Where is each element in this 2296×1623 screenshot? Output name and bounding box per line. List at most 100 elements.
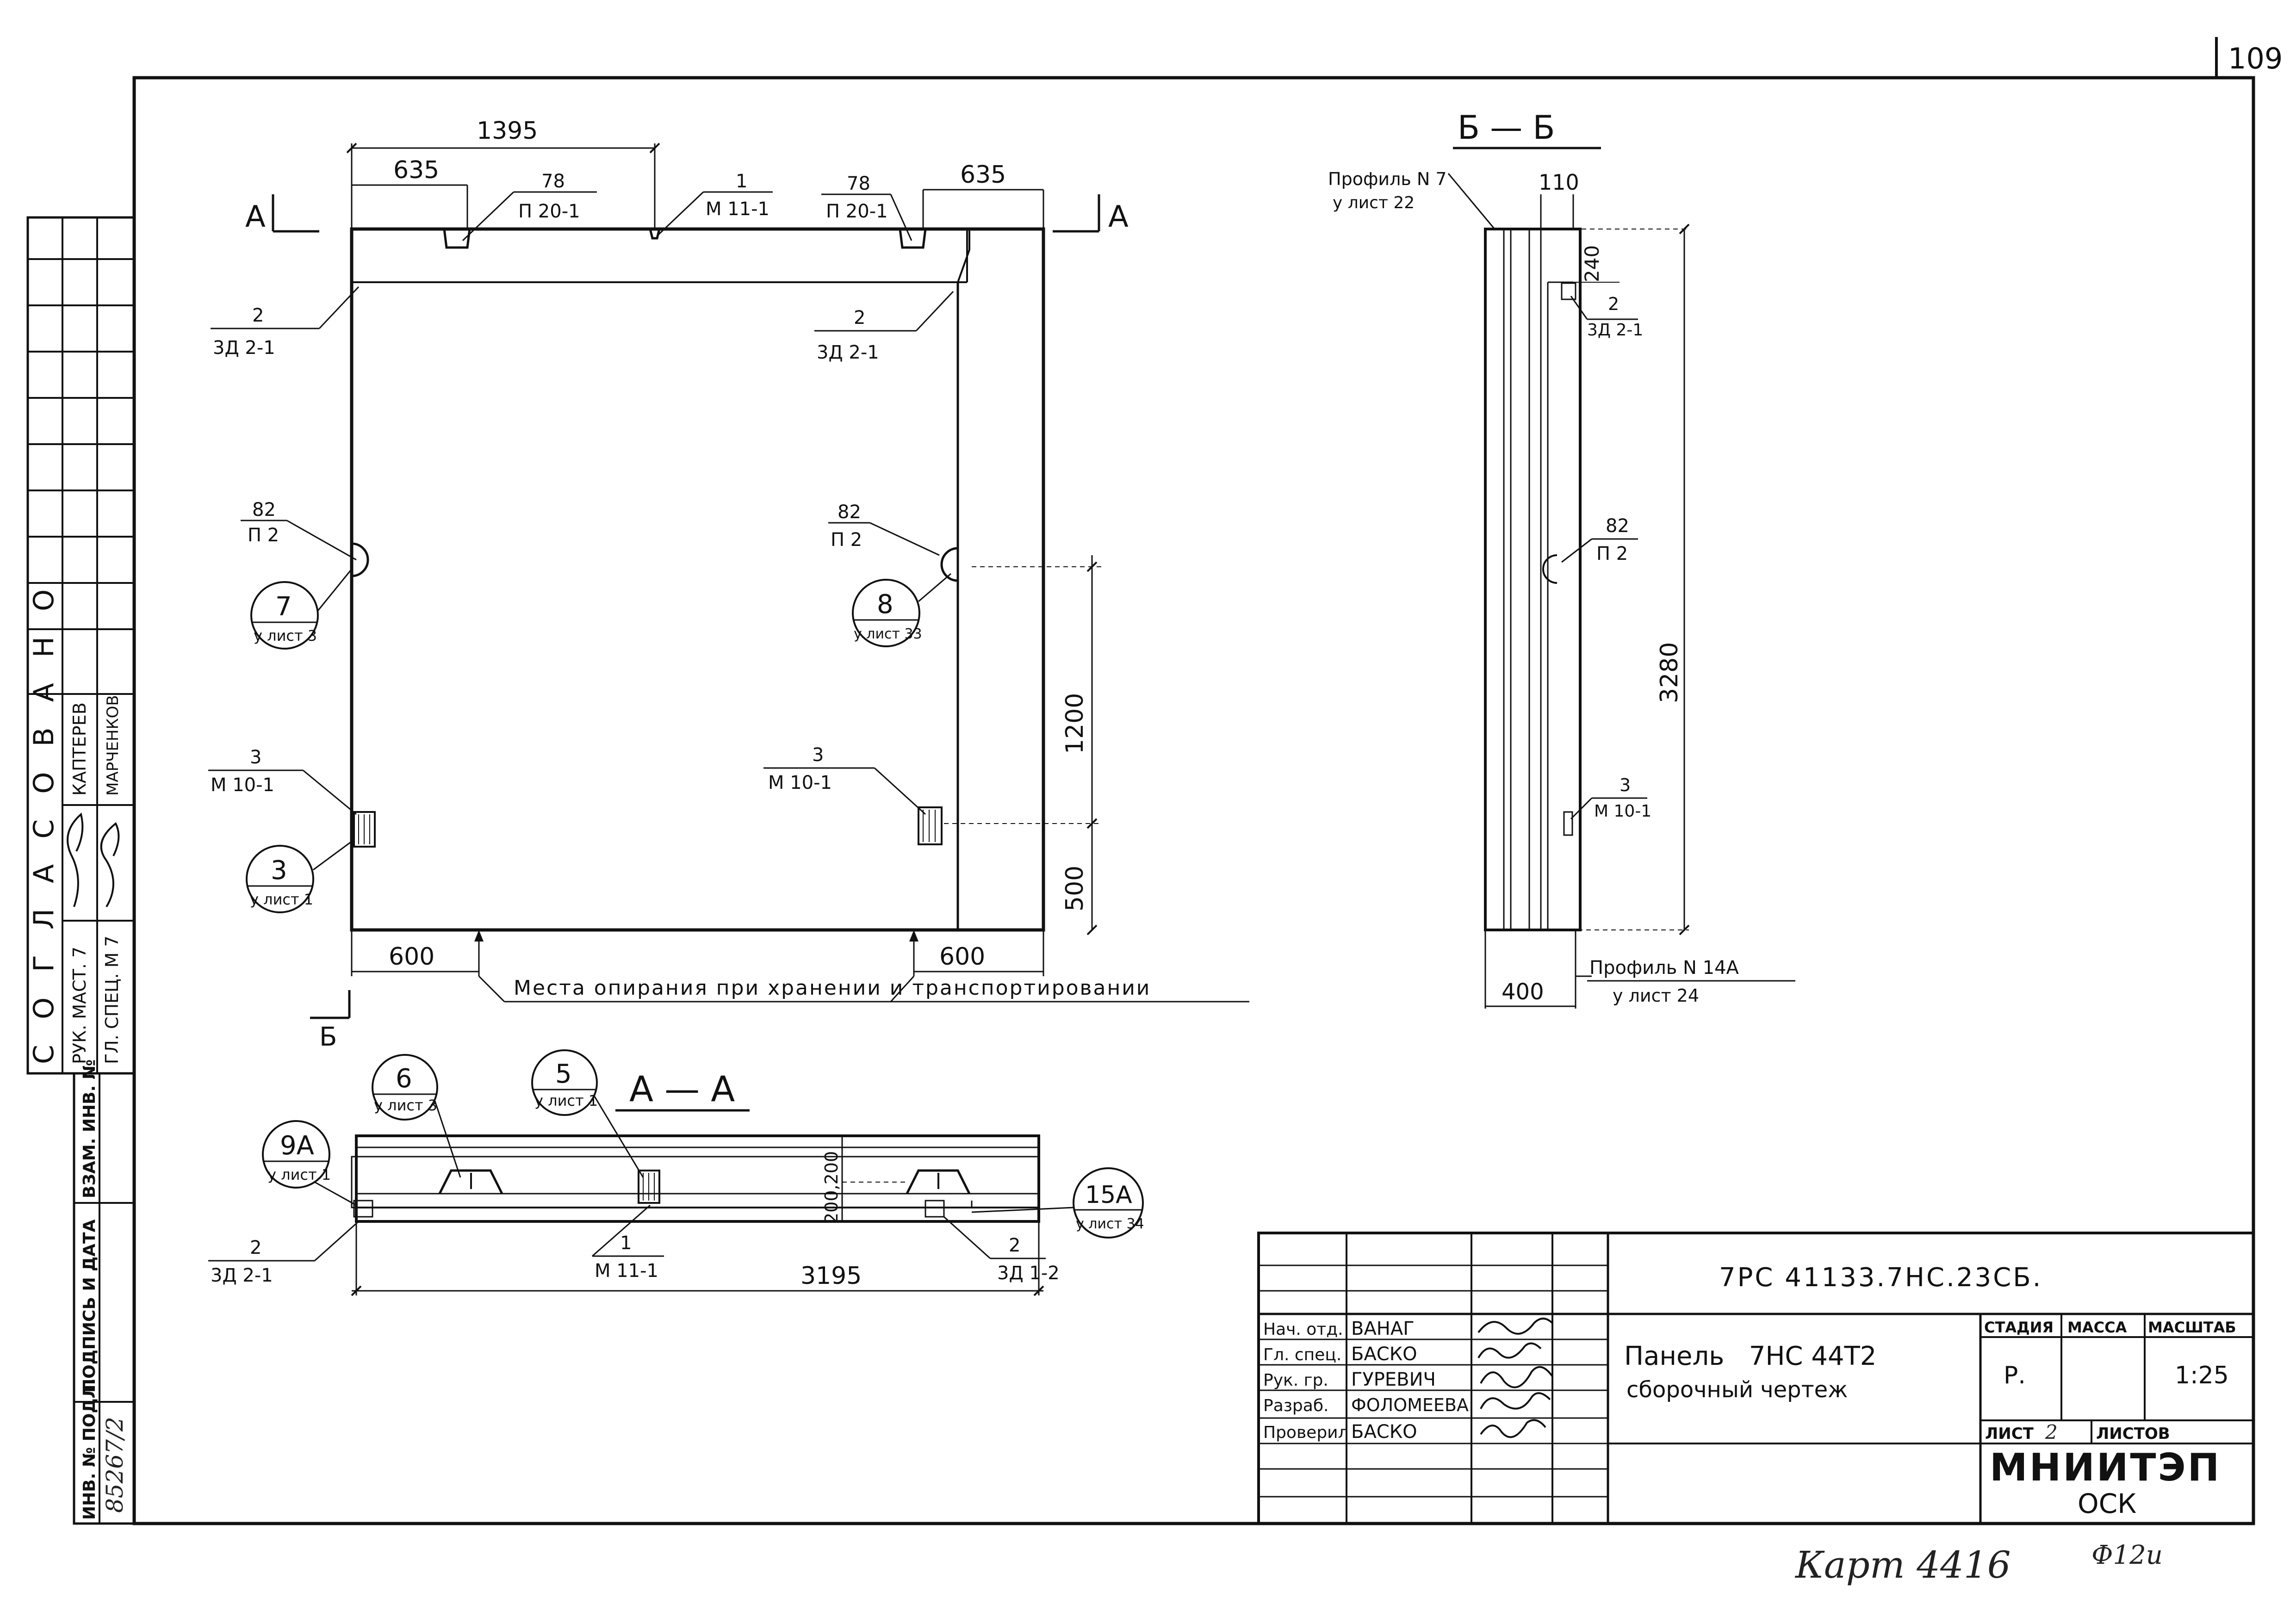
doc-code: 7РС 41133.7НС.23СБ. [1719, 1263, 2042, 1293]
approval-signature-2 [100, 822, 120, 908]
signature-5 [1480, 1419, 1546, 1438]
bb-dim-top: 110 [1539, 170, 1579, 195]
plan-view: 1395 635 635 78 П 20-1 1 М 11-1 78 П 20-… [208, 117, 1249, 1052]
aa-dim-length: 3195 [800, 1262, 862, 1290]
callout-3-left-ref: М 10-1 [211, 774, 274, 796]
tb-name-2: БАСКО [1351, 1344, 1417, 1365]
callout-3-left-num: 3 [250, 747, 261, 768]
profile-7-label: Профиль N 7 [1328, 169, 1447, 189]
signature-2 [1477, 1342, 1542, 1359]
aa-bubble-15a-ref: у лист 34 [1076, 1216, 1144, 1232]
panel-outline [350, 227, 1045, 932]
approved-label: С О Г Л А С О В А Н О [28, 581, 60, 1064]
profile-7-ref: у лист 22 [1333, 193, 1415, 212]
callout-82-right-ref: П 2 [831, 529, 862, 551]
tb-role-4: Разраб. [1263, 1396, 1328, 1415]
signature-4 [1480, 1392, 1551, 1410]
mass-label: МАССА [2067, 1319, 2127, 1336]
bubble-7-num: 7 [275, 592, 292, 622]
aa-bubble-6-ref: у лист 3 [374, 1096, 437, 1114]
page-number: 109 [2228, 42, 2283, 75]
callout-82-left-ref: П 2 [248, 525, 279, 546]
aa-callout-2-num: 2 [250, 1237, 261, 1258]
scale-value: 1:25 [2175, 1362, 2229, 1389]
callout-2-left-num: 2 [252, 305, 264, 326]
bubble-3-ref: у лист 1 [250, 891, 313, 908]
callout-78-right-ref: П 20-1 [826, 201, 888, 222]
dim-bottom-left: 600 [389, 943, 434, 971]
sheets-label: ЛИСТОВ [2096, 1425, 2170, 1443]
bb-callout-82-ref: П 2 [1596, 543, 1628, 564]
tb-name-3: ГУРЕВИЧ [1351, 1369, 1436, 1390]
inventory-strip: ВЗАМ. ИНВ. № ПОДПИСЬ И ДАТА ИНВ. № ПОДЛ.… [73, 1059, 136, 1525]
section-bb: Б — Б Профиль N 7 у лист 22 110 240 2 3Д… [1328, 109, 1795, 1009]
approval-signature-1 [67, 812, 84, 907]
bb-callout-3-num: 3 [1620, 775, 1631, 795]
bb-dim-3280: 3280 [1656, 642, 1683, 703]
dim-right-low: 500 [1061, 866, 1089, 911]
callout-2-right-ref: 3Д 2-1 [817, 342, 879, 363]
signature-1 [1477, 1318, 1553, 1335]
callout-78-left-ref: П 20-1 [518, 201, 580, 222]
profile-14a-label: Профиль N 14А [1589, 957, 1739, 979]
bubble-3-num: 3 [271, 855, 287, 886]
bubble-8-ref: у лист 33 [854, 626, 922, 642]
aa-bubble-6-num: 6 [396, 1064, 412, 1094]
callout-82-left-num: 82 [252, 499, 276, 520]
support-note: Места опирания при хранении и транспорти… [514, 976, 1151, 1000]
title-block: 7РС 41133.7НС.23СБ. Панель 7НС 44Т2 сбор… [1257, 1232, 2255, 1525]
section-bb-title: Б — Б [1458, 109, 1555, 147]
aa-callout-1-num: 1 [620, 1233, 632, 1254]
drawing-title-line-1: Панель 7НС 44Т2 [1624, 1341, 1876, 1371]
aa-bubble-5-num: 5 [555, 1059, 572, 1089]
bb-callout-3-ref: М 10-1 [1594, 802, 1651, 821]
bubble-7-ref: у лист 3 [254, 627, 317, 644]
callout-2-left-ref: 3Д 2-1 [213, 337, 275, 359]
dim-right-height: 1200 [1061, 693, 1089, 754]
stage-label: СТАДИЯ [1984, 1319, 2054, 1336]
sheet-value: 2 [2045, 1421, 2058, 1443]
bb-dim-400: 400 [1502, 979, 1544, 1005]
callout-3-right-num: 3 [812, 744, 824, 766]
dim-left: 635 [393, 156, 439, 184]
sign-date-label: ПОДПИСЬ И ДАТА [80, 1219, 99, 1393]
tb-role-1: Нач. отд. [1263, 1320, 1343, 1339]
aa-bubble-15a-num: 15А [1085, 1181, 1132, 1209]
aa-bubble-9a-num: 9А [280, 1131, 314, 1161]
aa-bubble-9a-ref: у лист 1 [267, 1166, 331, 1183]
tb-role-2: Гл. спец. [1263, 1345, 1341, 1364]
aa-dim-height: 200,200 [821, 1151, 842, 1224]
callout-2-right-num: 2 [854, 307, 865, 328]
bubble-8-num: 8 [877, 589, 894, 619]
format-code: Ф12и [2091, 1540, 2163, 1570]
callout-82-right-num: 82 [838, 502, 861, 523]
organization: МНИИТЭП [1990, 1446, 2221, 1490]
orig-inv-label: ИНВ. № ПОДЛ. [80, 1378, 99, 1520]
sheet-frame [132, 76, 2255, 1525]
bb-callout-2-num: 2 [1608, 294, 1619, 314]
bb-dim-240: 240 [1581, 245, 1603, 282]
organization-sub: ОСК [2078, 1488, 2136, 1519]
aa-bubble-5-ref: у лист 1 [534, 1092, 598, 1109]
approval-name-1: КАПТЕРЕВ [69, 702, 90, 796]
replaced-inv-label: ВЗАМ. ИНВ. № [80, 1059, 99, 1198]
sheet-label: ЛИСТ [1985, 1425, 2034, 1443]
handwritten-note: Карт 4416 [1794, 1543, 2011, 1586]
dim-overall: 1395 [477, 117, 538, 145]
aa-callout-2r-num: 2 [1009, 1235, 1020, 1256]
inventory-number: 85267/2 [101, 1417, 128, 1513]
bb-callout-2-ref: 3Д 2-1 [1587, 321, 1643, 340]
dim-bottom-right: 600 [939, 943, 985, 971]
cut-mark-a-left: А [245, 200, 266, 234]
profile-14a-ref: у лист 24 [1613, 985, 1699, 1006]
aa-callout-1-ref: М 11-1 [595, 1260, 658, 1282]
tb-name-4: ФОЛОМЕЕВА [1351, 1395, 1469, 1415]
signature-3 [1480, 1366, 1553, 1388]
callout-1-ref: М 11-1 [706, 198, 769, 220]
tb-role-5: Проверил [1263, 1423, 1349, 1442]
tb-role-3: Рук. гр. [1263, 1371, 1328, 1390]
section-aa: А — А 6 у лист 3 5 у лист 1 9А у [208, 1049, 1144, 1296]
stage-value: Р. [2004, 1362, 2026, 1389]
aa-callout-2r-ref: 3Д 1-2 [997, 1263, 1060, 1284]
